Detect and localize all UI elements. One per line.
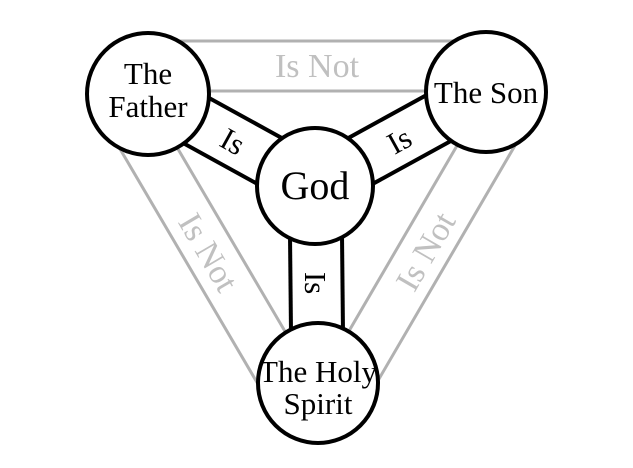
isnot-band-outer-edge	[360, 117, 533, 409]
god-label: God	[281, 163, 350, 208]
spirit-label-line1: The Holy	[259, 354, 377, 389]
isnot-band-outer-edge	[101, 119, 274, 410]
son-label: The Son	[434, 75, 539, 110]
is-label-god-spirit: Is	[298, 272, 333, 294]
god-node-circle	[255, 126, 375, 246]
father-label-line2: Father	[108, 89, 188, 124]
spirit-label-line2: Spirit	[284, 386, 353, 421]
is-label-god-father: Is	[214, 121, 251, 162]
father-label-line1: The	[124, 56, 172, 91]
is-label-god-son: Is	[381, 120, 418, 161]
spirit-node-circle	[256, 321, 380, 445]
son-node-circle	[424, 30, 548, 154]
father-node-circle	[85, 31, 211, 157]
isnot-label-father-son: Is Not	[275, 48, 360, 85]
